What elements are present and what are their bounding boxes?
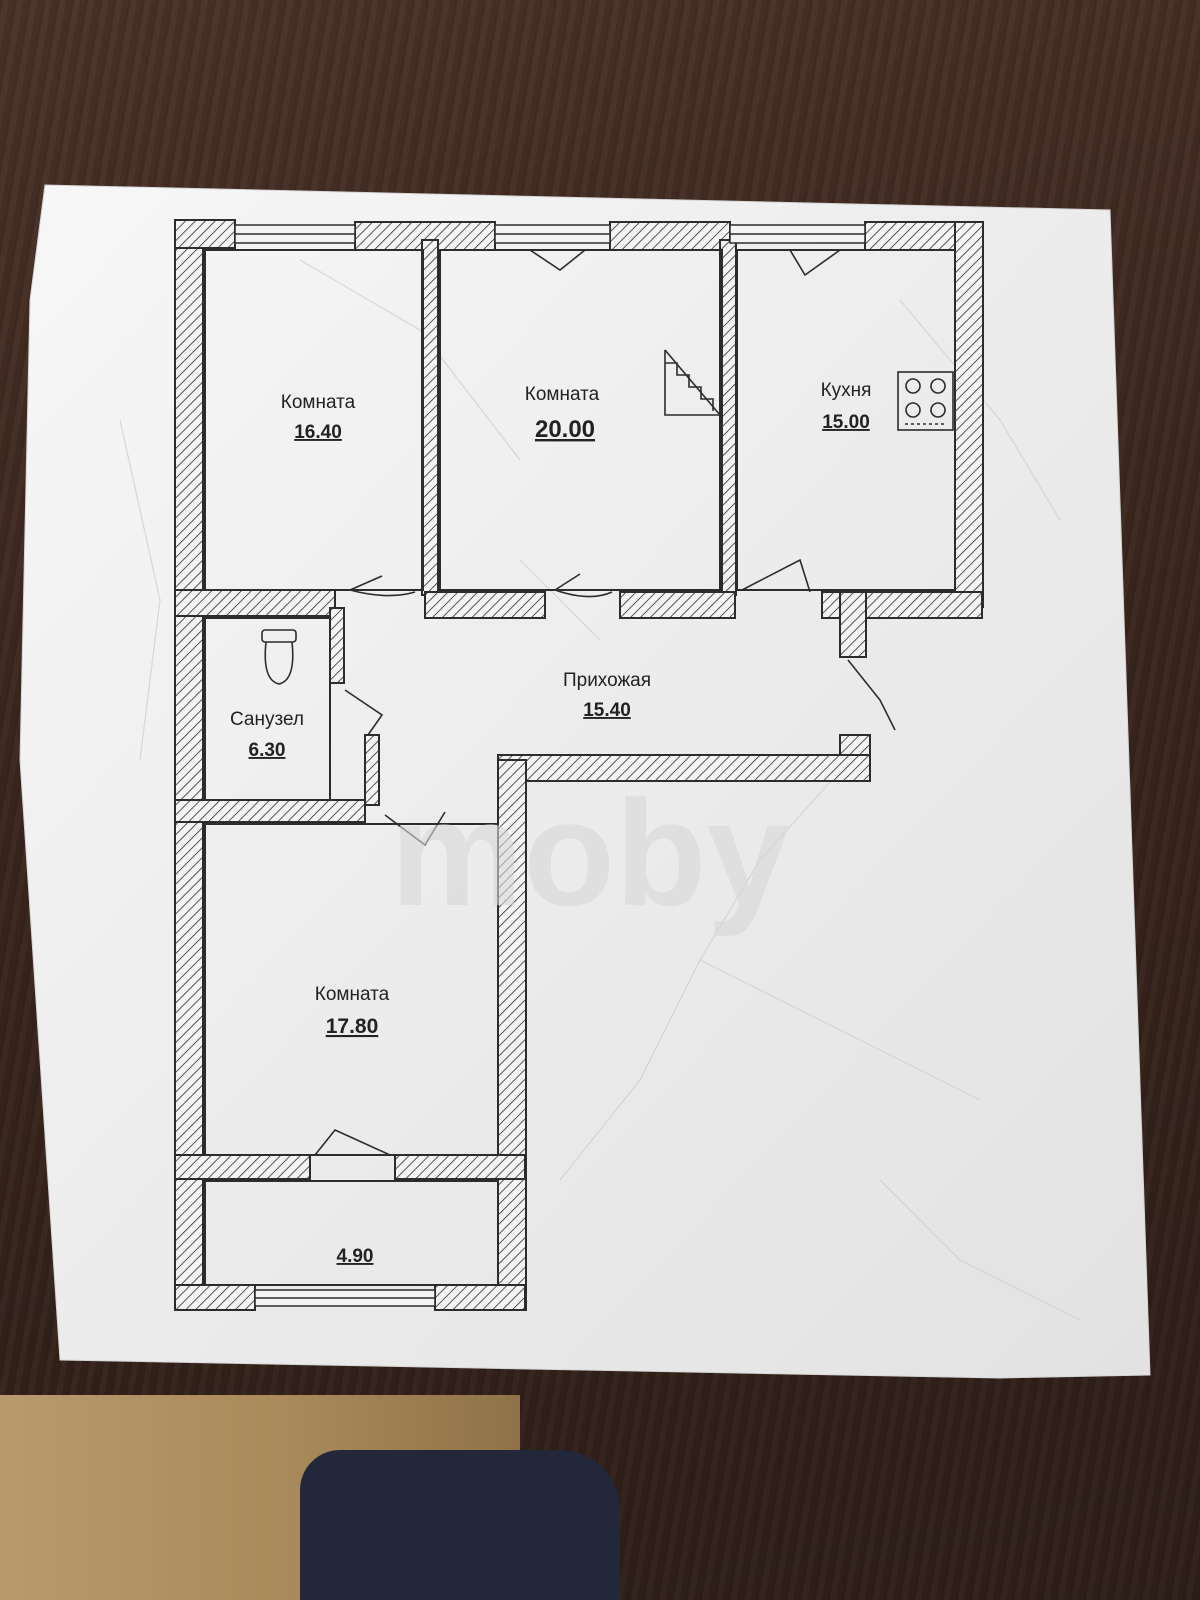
bath-area: 6.30 bbox=[249, 740, 286, 761]
kitchen-name: Кухня bbox=[821, 380, 872, 401]
paper-creases bbox=[119, 259, 1081, 1321]
room3-name: Комната bbox=[315, 984, 390, 1005]
room-labels: Комната 16.40 Комната 20.00 Кухня 15.00 … bbox=[230, 380, 871, 1267]
room2-name: Комната bbox=[525, 384, 600, 405]
hall-area: 15.40 bbox=[583, 700, 631, 721]
staircase-icon bbox=[664, 349, 721, 416]
dark-object bbox=[300, 1450, 620, 1600]
balcony-area: 4.90 bbox=[337, 1246, 374, 1267]
room3-area: 17.80 bbox=[326, 1015, 379, 1038]
walls bbox=[174, 219, 984, 1311]
bath-name: Санузел bbox=[230, 709, 304, 730]
room-outlines bbox=[204, 249, 956, 1286]
room2-area: 20.00 bbox=[535, 416, 595, 443]
stove-icon bbox=[897, 371, 954, 431]
room1-area: 16.40 bbox=[294, 422, 342, 443]
hall-name: Прихожая bbox=[563, 670, 651, 691]
windows bbox=[234, 224, 866, 1307]
kitchen-area: 15.00 bbox=[822, 412, 870, 433]
door-swings bbox=[314, 249, 896, 1156]
room1-name: Комната bbox=[281, 392, 356, 413]
watermark-text: moby bbox=[390, 769, 790, 937]
toilet-icon bbox=[261, 629, 297, 685]
